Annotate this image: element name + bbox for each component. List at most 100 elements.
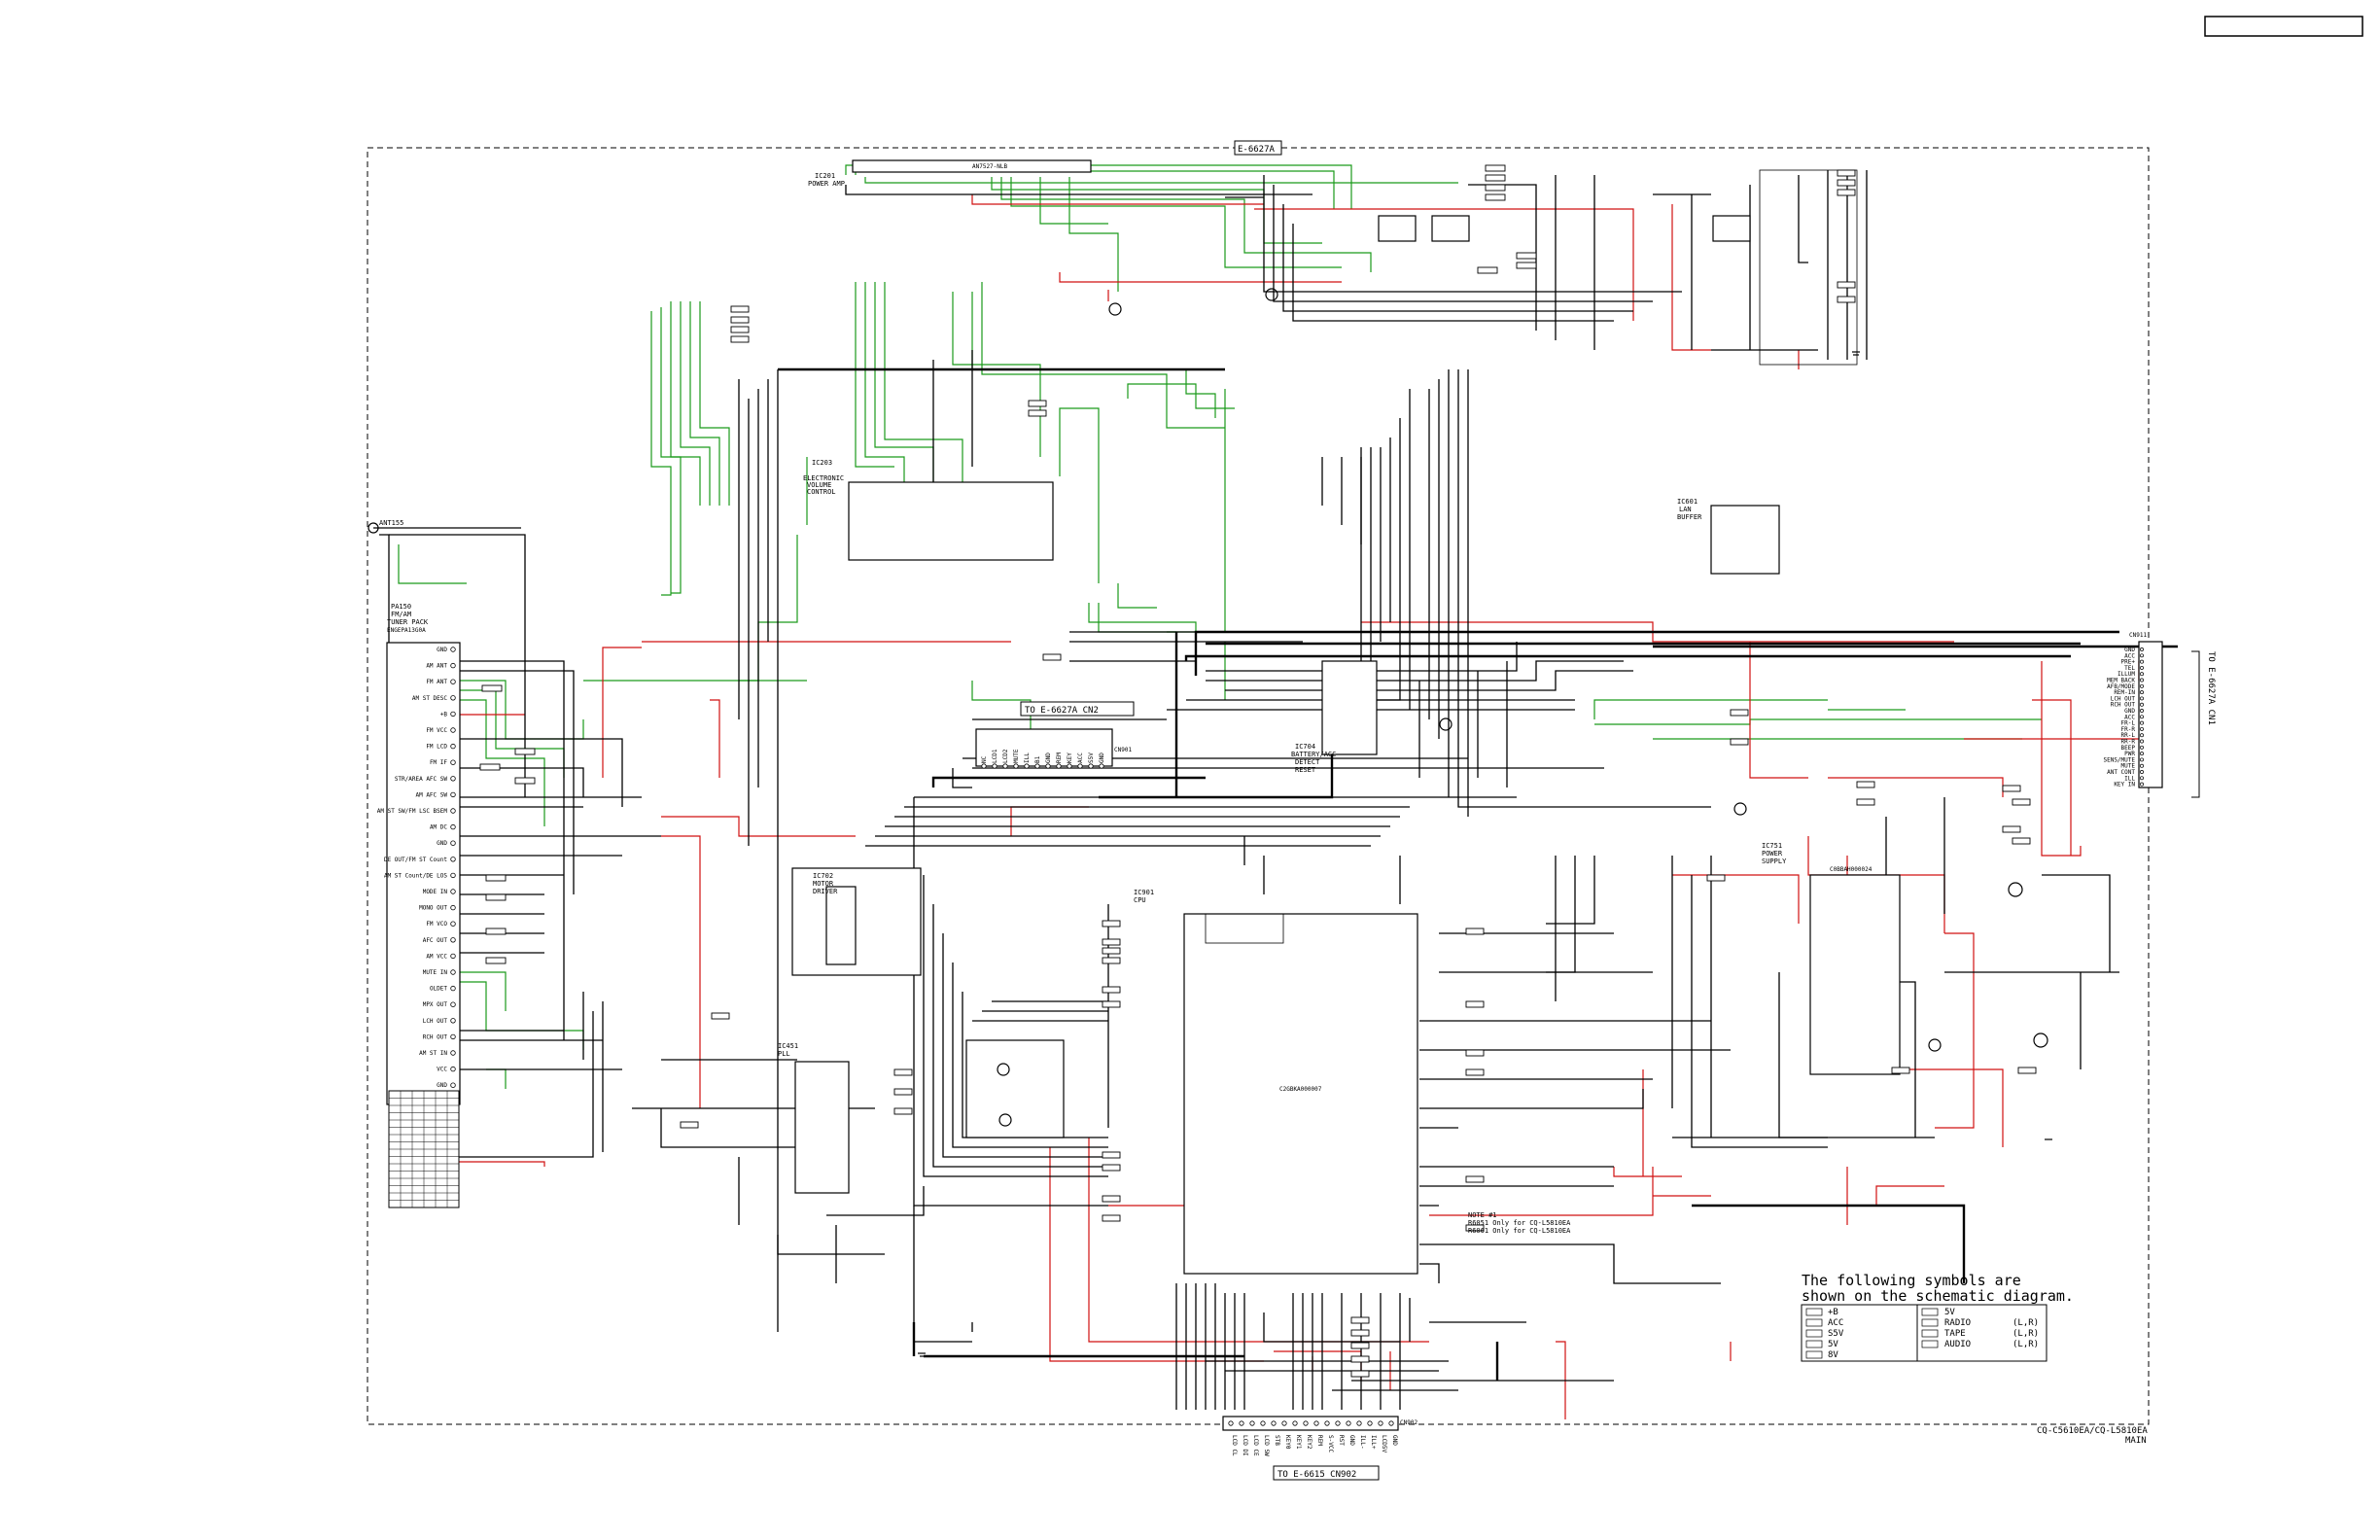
bottom-pin-label: LCD5V xyxy=(1381,1435,1387,1452)
tuner-pin xyxy=(450,823,456,830)
svg-text:R6061 Only for CQ-L5810EA: R6061 Only for CQ-L5810EA xyxy=(1468,1227,1571,1235)
svg-text:ELECTRONIC: ELECTRONIC xyxy=(803,474,844,482)
svg-text:POWER: POWER xyxy=(1762,850,1783,858)
svg-text:R6051 Only for CQ-L5810EA: R6051 Only for CQ-L5810EA xyxy=(1468,1219,1571,1227)
svg-text:VOLUME: VOLUME xyxy=(807,481,831,489)
svg-text:LAN: LAN xyxy=(1679,506,1692,513)
svg-text:DRIVER: DRIVER xyxy=(813,888,838,895)
tuner-pin xyxy=(450,857,456,862)
svg-text:CN902: CN902 xyxy=(1400,1419,1418,1426)
bottom-pin xyxy=(1335,1420,1341,1426)
right-pin xyxy=(2140,672,2144,677)
connector-bottom-label-box xyxy=(1273,1465,1380,1481)
bottom-pin-label: LCD CL xyxy=(1231,1435,1238,1456)
svg-text:TUNER PACK: TUNER PACK xyxy=(387,618,429,626)
svg-text:IC751: IC751 xyxy=(1762,842,1782,850)
antenna-connector: ANT155 xyxy=(368,519,521,534)
right-pin-label: FR-R xyxy=(2121,726,2136,733)
svg-text:BATTERY/ACC: BATTERY/ACC xyxy=(1291,751,1336,758)
cn2-pin-label: LCD1 xyxy=(992,749,998,763)
svg-text:POWER AMP: POWER AMP xyxy=(808,180,845,188)
bottom-pin xyxy=(1388,1420,1394,1426)
svg-text:TO E-6627A CN2: TO E-6627A CN2 xyxy=(1025,706,1099,716)
svg-text:C0BBAH000024: C0BBAH000024 xyxy=(1830,866,1872,873)
tuner-pin-label: AM ST SW/FM LSC BSEM xyxy=(377,808,448,815)
right-pin-label: ACC xyxy=(2124,714,2135,720)
right-pin xyxy=(2140,648,2144,651)
svg-text:CQ-C5610EA/CQ-L5810EA: CQ-C5610EA/CQ-L5810EA xyxy=(2037,1426,2148,1436)
cn2-pin xyxy=(1056,763,1062,769)
svg-text:BUFFER: BUFFER xyxy=(1677,513,1702,521)
right-pin-label: MEM BACK xyxy=(2107,678,2135,684)
svg-text:TO E-6627A CN1: TO E-6627A CN1 xyxy=(2206,651,2216,725)
right-pin-label: KEY IN xyxy=(2114,782,2135,788)
tuner-pin xyxy=(450,1082,456,1088)
ic601-lan-buffer: IC601 LAN BUFFER xyxy=(1677,498,1780,575)
svg-text:FM/AM: FM/AM xyxy=(391,611,411,618)
tuner-pin-label: AM DC xyxy=(430,824,447,831)
ic201-power-amp: IC201 POWER AMP AN7527-NLB xyxy=(808,159,1092,188)
bottom-pin-label: LCD DI xyxy=(1242,1435,1248,1456)
tuner-pin xyxy=(450,679,456,684)
tuner-pin-label: MONO OUT xyxy=(419,905,447,912)
right-pin xyxy=(2140,653,2144,658)
bottom-pin-label: STB xyxy=(1274,1435,1280,1446)
tuner-pin xyxy=(450,921,456,927)
svg-text:NOTE #1: NOTE #1 xyxy=(1468,1211,1497,1219)
right-pin xyxy=(2140,739,2144,744)
legend-title-line1: The following symbols are xyxy=(1802,1272,2021,1289)
right-pin xyxy=(2140,683,2144,688)
tuner-pin xyxy=(450,808,456,814)
tuner-pin xyxy=(450,1001,456,1007)
connector-cn152 xyxy=(1431,215,1470,242)
ic451-pll: IC451 PLL xyxy=(778,1042,850,1194)
right-pin-label: REM-IN xyxy=(2114,689,2135,696)
legend-label: 8V xyxy=(1828,1350,1838,1360)
cn2-pin xyxy=(1077,763,1083,769)
legend-label: 5V xyxy=(1944,1308,1955,1317)
tuner-pin xyxy=(450,904,456,911)
legend-symbol xyxy=(1805,1318,1823,1327)
legend-symbol xyxy=(1805,1340,1823,1348)
svg-text:IC704: IC704 xyxy=(1295,743,1315,751)
tuner-pin xyxy=(450,743,456,750)
tuner-pin xyxy=(450,889,456,894)
tuner-pin xyxy=(450,662,456,669)
right-pin-label: FR-L xyxy=(2121,720,2136,727)
right-pin xyxy=(2140,665,2144,670)
svg-text:IC451: IC451 xyxy=(778,1042,798,1050)
tuner-pin-label: FM VCO xyxy=(426,921,447,928)
tuner-pin xyxy=(450,759,456,765)
bottom-pin xyxy=(1378,1420,1383,1426)
legend-symbol xyxy=(1921,1340,1939,1348)
legend-symbol xyxy=(1921,1329,1939,1338)
right-pin-label: ILL xyxy=(2124,775,2135,782)
tuner-pin-label: FM IF xyxy=(430,759,447,766)
legend-symbol xyxy=(1921,1308,1939,1316)
tuner-pin-label: FM VCC xyxy=(426,727,447,734)
svg-text:CONTROL: CONTROL xyxy=(807,488,836,496)
cn2-pin-label: GND xyxy=(1045,752,1052,763)
tuner-pin-label: STR/AREA AFC SW xyxy=(395,776,448,783)
tuner-pin-label: MPX OUT xyxy=(423,1001,448,1008)
right-pin xyxy=(2140,782,2144,787)
legend-symbol xyxy=(1805,1308,1823,1316)
right-pin-label: GND xyxy=(2124,647,2135,653)
bottom-pin-label: KEY0 xyxy=(1284,1435,1291,1450)
svg-text:PA150: PA150 xyxy=(391,603,411,611)
svg-text:TO E-6615 CN902: TO E-6615 CN902 xyxy=(1278,1470,1356,1480)
right-pin-label: TEL xyxy=(2124,665,2135,672)
connector-top-right xyxy=(1759,169,1858,366)
svg-text:SUPPLY: SUPPLY xyxy=(1762,858,1787,865)
tuner-pin-label: AM AFC SW xyxy=(415,791,447,798)
cn2-pin xyxy=(1024,763,1030,769)
bottom-pin-label: KEY2 xyxy=(1306,1435,1312,1450)
bottom-pin-label: RST xyxy=(1338,1435,1345,1446)
bottom-pin-label: S-VCC xyxy=(1327,1435,1334,1452)
cn2-pin-label: GND xyxy=(1099,752,1105,763)
bottom-pin xyxy=(1303,1420,1309,1426)
symbol-legend: The following symbols are shown on the s… xyxy=(1801,1272,2074,1362)
cn2-pin-label: LCD2 xyxy=(1002,749,1009,763)
legend-label: ACC xyxy=(1828,1318,1843,1328)
